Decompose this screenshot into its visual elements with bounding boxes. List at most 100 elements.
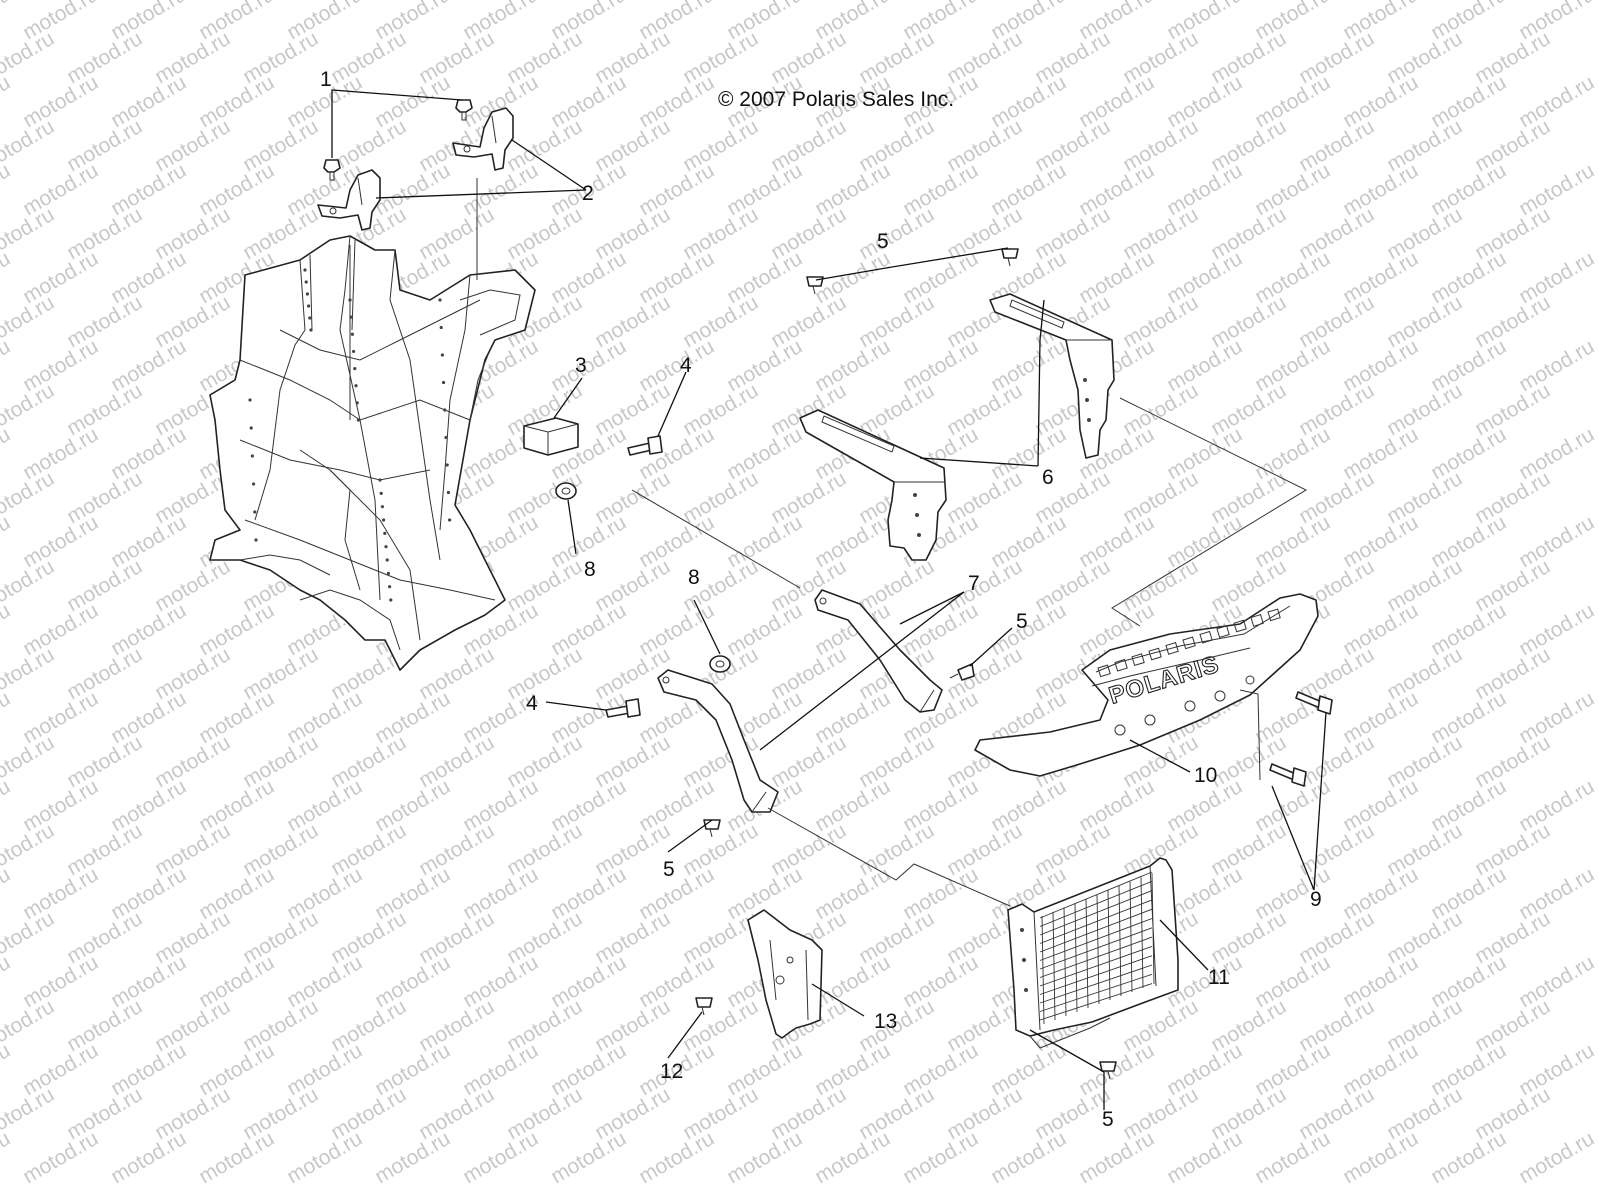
frame-rivet-dot bbox=[443, 408, 447, 412]
frame-rivet-dot bbox=[389, 598, 393, 602]
frame-rivet-dot bbox=[304, 280, 308, 284]
watermark-text: motod.ru bbox=[0, 335, 14, 396]
callout-5-lower-left: 5 bbox=[663, 858, 675, 881]
grille-mesh-line bbox=[1039, 955, 1153, 995]
callout-4-lower: 4 bbox=[526, 692, 538, 715]
push-rivet-5-bottom bbox=[1099, 1061, 1117, 1080]
watermark-text: motod.ru bbox=[987, 1127, 1070, 1188]
push-rivet-5-top-right bbox=[1001, 248, 1019, 267]
callout-3: 3 bbox=[575, 354, 587, 377]
grille-mesh-line bbox=[1039, 871, 1153, 919]
frame-rivet-dot bbox=[378, 478, 382, 482]
watermark-text: motod.ru bbox=[0, 907, 58, 968]
watermark-text: motod.ru bbox=[899, 1127, 982, 1188]
watermark-text: motod.ru bbox=[1075, 1127, 1158, 1188]
watermark-text: motod.ru bbox=[0, 819, 58, 880]
flange-nut-lower bbox=[709, 655, 731, 673]
grille-mesh-line bbox=[1151, 872, 1155, 985]
frame-rivet-dot bbox=[307, 304, 311, 308]
callout-8-upper: 8 bbox=[584, 558, 596, 581]
watermark-text: motod.ru bbox=[0, 423, 14, 484]
watermark-text: motod.ru bbox=[723, 1127, 806, 1188]
bracket-6-upper-right bbox=[989, 293, 1115, 459]
watermark-text: motod.ru bbox=[107, 1127, 190, 1188]
front-bumper-panel: POLARIS bbox=[974, 593, 1319, 777]
bumper-vent-slot bbox=[1267, 608, 1281, 622]
grille-mesh-line bbox=[1052, 911, 1056, 1021]
side-panel-13 bbox=[747, 909, 823, 1039]
callout-1: 1 bbox=[320, 68, 332, 91]
watermark-text: motod.ru bbox=[0, 863, 14, 924]
watermark-text: motod.ru bbox=[0, 0, 14, 44]
frame-rivet-dot bbox=[383, 531, 387, 535]
bolt-4-lower bbox=[605, 698, 641, 718]
watermark-text: motod.ru bbox=[0, 687, 14, 748]
frame-rivet-dot bbox=[382, 518, 386, 522]
bumper-vent-slot bbox=[1148, 647, 1162, 661]
watermark-text: motod.ru bbox=[0, 599, 14, 660]
upper-mount-bracket-right bbox=[452, 107, 514, 171]
watermark-text: motod.ru bbox=[0, 555, 58, 616]
grille-mesh-line bbox=[1063, 907, 1067, 1017]
watermark-text: motod.ru bbox=[0, 467, 58, 528]
callout-5-top: 5 bbox=[877, 230, 889, 253]
support-tube-7-lower bbox=[657, 669, 779, 813]
frame-rivet-dot bbox=[444, 435, 448, 440]
watermark-text: motod.ru bbox=[0, 643, 58, 704]
callout-10: 10 bbox=[1194, 764, 1217, 787]
grille-mesh-line bbox=[1039, 973, 1153, 1012]
watermark-text: motod.ru bbox=[283, 1127, 366, 1188]
callout-9: 9 bbox=[1310, 888, 1322, 911]
bumper-vent-slot bbox=[1131, 653, 1145, 667]
bumper-vent-slot bbox=[1165, 642, 1179, 655]
callout-4-upper: 4 bbox=[680, 354, 692, 377]
frame-rivet-dot bbox=[354, 384, 358, 388]
bolt-9-upper bbox=[1295, 691, 1333, 715]
frame-assembly bbox=[209, 235, 536, 671]
push-rivet-5-middle bbox=[949, 663, 975, 681]
watermark-text: motod.ru bbox=[0, 1083, 58, 1144]
frame-rivet-dot bbox=[248, 398, 252, 402]
frame-rivet-dot bbox=[250, 454, 254, 458]
support-tube-7-upper bbox=[814, 589, 943, 713]
grille-mesh-line bbox=[1039, 945, 1153, 987]
frame-rivet-dot bbox=[385, 558, 389, 562]
watermark-text: motod.ru bbox=[0, 247, 14, 308]
grille-mesh-line bbox=[1085, 898, 1089, 1009]
frame-rivet-dot bbox=[379, 491, 383, 495]
frame-rivet-dot bbox=[352, 349, 356, 354]
bolt-4-upper bbox=[627, 435, 663, 456]
callout-5-middle: 5 bbox=[1016, 610, 1028, 633]
grille-mesh-line bbox=[1096, 894, 1100, 1005]
frame-rivet-dot bbox=[254, 538, 258, 542]
frame-rivet-dot bbox=[446, 490, 450, 495]
grille-mesh-line bbox=[1041, 915, 1045, 1025]
callout-2: 2 bbox=[582, 182, 594, 205]
watermark-text: motod.ru bbox=[0, 27, 58, 88]
bumper-vent-slot bbox=[1097, 664, 1111, 678]
watermark-text: motod.ru bbox=[371, 1127, 454, 1188]
watermark-text: motod.ru bbox=[0, 1039, 14, 1100]
frame-rivet-dot bbox=[305, 292, 309, 296]
grille-mesh-line bbox=[1118, 885, 1122, 997]
grille-mesh-line bbox=[1039, 890, 1153, 936]
upper-mount-bracket-left bbox=[317, 169, 381, 231]
frame-rivet-dot bbox=[438, 298, 442, 302]
watermark-text: motod.ru bbox=[0, 511, 14, 572]
watermark-text: motod.ru bbox=[0, 379, 58, 440]
watermark-text: motod.ru bbox=[0, 951, 14, 1012]
watermark-text: motod.ru bbox=[0, 995, 58, 1056]
bumper-vent-slot bbox=[1114, 658, 1128, 672]
watermark-text: motod.ru bbox=[547, 1127, 630, 1188]
frame-rivet-dot bbox=[380, 505, 384, 509]
grille-mesh-line bbox=[1107, 890, 1111, 1001]
bumper-vent-slot bbox=[1250, 614, 1264, 627]
frame-rivet-dot bbox=[353, 366, 357, 371]
frame-rivet-dot bbox=[303, 268, 307, 272]
frame-rivet-dot bbox=[439, 325, 443, 330]
frame-rivet-dot bbox=[448, 518, 452, 522]
bolt-9-lower bbox=[1269, 763, 1307, 787]
watermark-text: motod.ru bbox=[19, 1127, 102, 1188]
callout-11: 11 bbox=[1208, 966, 1230, 989]
